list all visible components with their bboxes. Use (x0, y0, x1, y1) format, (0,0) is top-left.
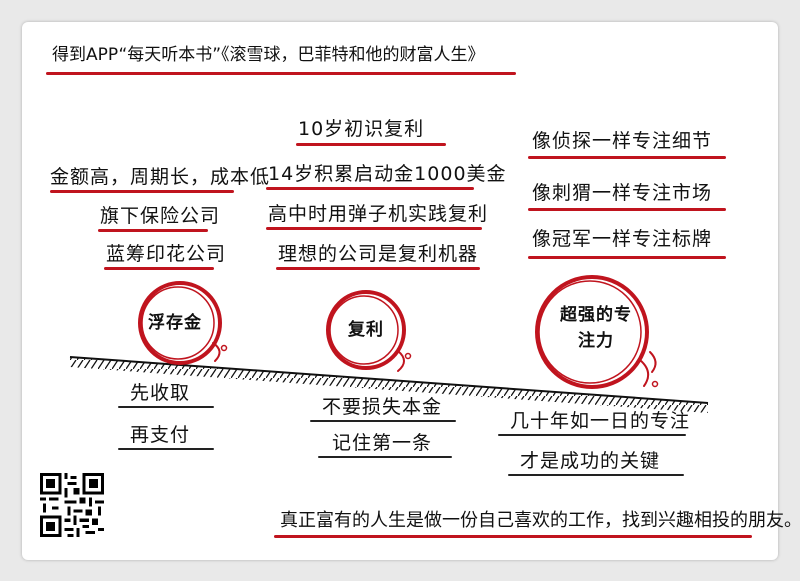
conclusion-underline (274, 535, 752, 538)
middle-item-4: 理想的公司是复利机器 (278, 243, 479, 265)
poster-card (22, 22, 778, 560)
right-circle-label: 超强的专注力 (560, 305, 632, 351)
left-item-2: 旗下保险公司 (100, 205, 221, 227)
middle-below-2-underline (318, 456, 452, 458)
right-below-1-underline (498, 434, 686, 436)
left-item-3-underline (104, 267, 214, 270)
middle-item-2-underline (266, 187, 474, 190)
right-item-3: 像冠军一样专注标牌 (532, 228, 713, 250)
middle-item-2: 14岁积累启动金1000美金 (268, 163, 507, 185)
middle-circle-label: 复利 (348, 320, 384, 340)
middle-item-4-underline (276, 267, 480, 270)
left-item-1: 金额高，周期长，成本低 (50, 166, 271, 188)
right-item-1-underline (528, 156, 726, 159)
left-item-3: 蓝筹印花公司 (106, 243, 227, 265)
poster-title: 得到APP“每天听本书”《滚雪球，巴菲特和他的财富人生》 (52, 45, 485, 65)
title-underline (46, 72, 516, 75)
right-below-1: 几十年如一日的专注 (510, 410, 691, 432)
middle-below-1-underline (310, 420, 456, 422)
middle-item-3-underline (266, 227, 482, 230)
middle-below-1: 不要损失本金 (322, 396, 443, 418)
middle-below-2: 记住第一条 (332, 432, 433, 454)
left-below-1-underline (118, 406, 214, 408)
right-item-2-underline (528, 208, 726, 211)
left-circle-label: 浮存金 (148, 313, 202, 333)
conclusion-text: 真正富有的人生是做一份自己喜欢的工作，找到兴趣相投的朋友。 (280, 510, 800, 531)
right-below-2: 才是成功的关键 (520, 450, 661, 472)
left-below-2-underline (118, 448, 214, 450)
right-item-1: 像侦探一样专注细节 (532, 130, 713, 152)
qr-code-icon (40, 473, 104, 537)
left-item-2-underline (98, 229, 208, 232)
right-item-3-underline (528, 256, 726, 259)
right-below-2-underline (508, 474, 684, 476)
left-below-1: 先收取 (130, 382, 191, 404)
left-item-1-underline (50, 190, 234, 193)
left-below-2: 再支付 (130, 424, 191, 446)
middle-item-3: 高中时用弹子机实践复利 (268, 203, 489, 225)
right-item-2: 像刺猬一样专注市场 (532, 182, 713, 204)
middle-item-1-underline (296, 143, 446, 146)
middle-item-1: 10岁初识复利 (298, 118, 425, 140)
